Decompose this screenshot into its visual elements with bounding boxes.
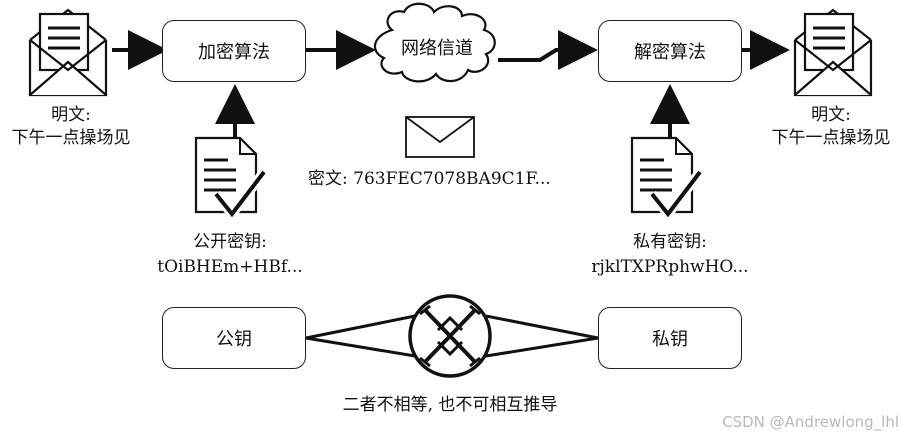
plaintext-left-value: 下午一点操场见 [11, 128, 131, 148]
ciphertext-label: 密文: 763FEC7078BA9C1F... [308, 169, 551, 189]
encrypt-algorithm-box: 加密算法 [162, 20, 306, 82]
private-key-label: 私有密钥: [633, 232, 707, 252]
not-derivable-cross-icon [408, 294, 492, 378]
arrow-channel-to-decrypt [498, 30, 598, 70]
plaintext-envelope-left-icon [28, 8, 108, 97]
watermark: CSDN @Andrewlong_lhl [722, 413, 899, 431]
public-key-value: tOiBHEm+HBf... [157, 257, 303, 277]
private-key-document-icon [630, 136, 704, 223]
public-key-document-icon [194, 136, 268, 223]
public-key-label: 公开密钥: [193, 232, 267, 252]
decrypt-algorithm-box: 解密算法 [598, 20, 742, 82]
private-key-box: 私钥 [598, 307, 742, 369]
caption: 二者不相等, 也不可相互推导 [342, 395, 558, 415]
plaintext-right-value: 下午一点操场见 [771, 128, 891, 148]
private-key-value: rjklTXPRphwHO... [591, 257, 749, 277]
plaintext-envelope-right-icon [793, 8, 873, 97]
ciphertext-envelope-icon [405, 116, 475, 158]
plaintext-right-label: 明文: [811, 105, 851, 125]
keys-not-equal-connector [305, 314, 599, 358]
public-key-box: 公钥 [162, 307, 306, 369]
plaintext-left-label: 明文: [51, 105, 91, 125]
network-channel-label: 网络信道 [401, 38, 473, 59]
network-channel-cloud [374, 2, 496, 83]
